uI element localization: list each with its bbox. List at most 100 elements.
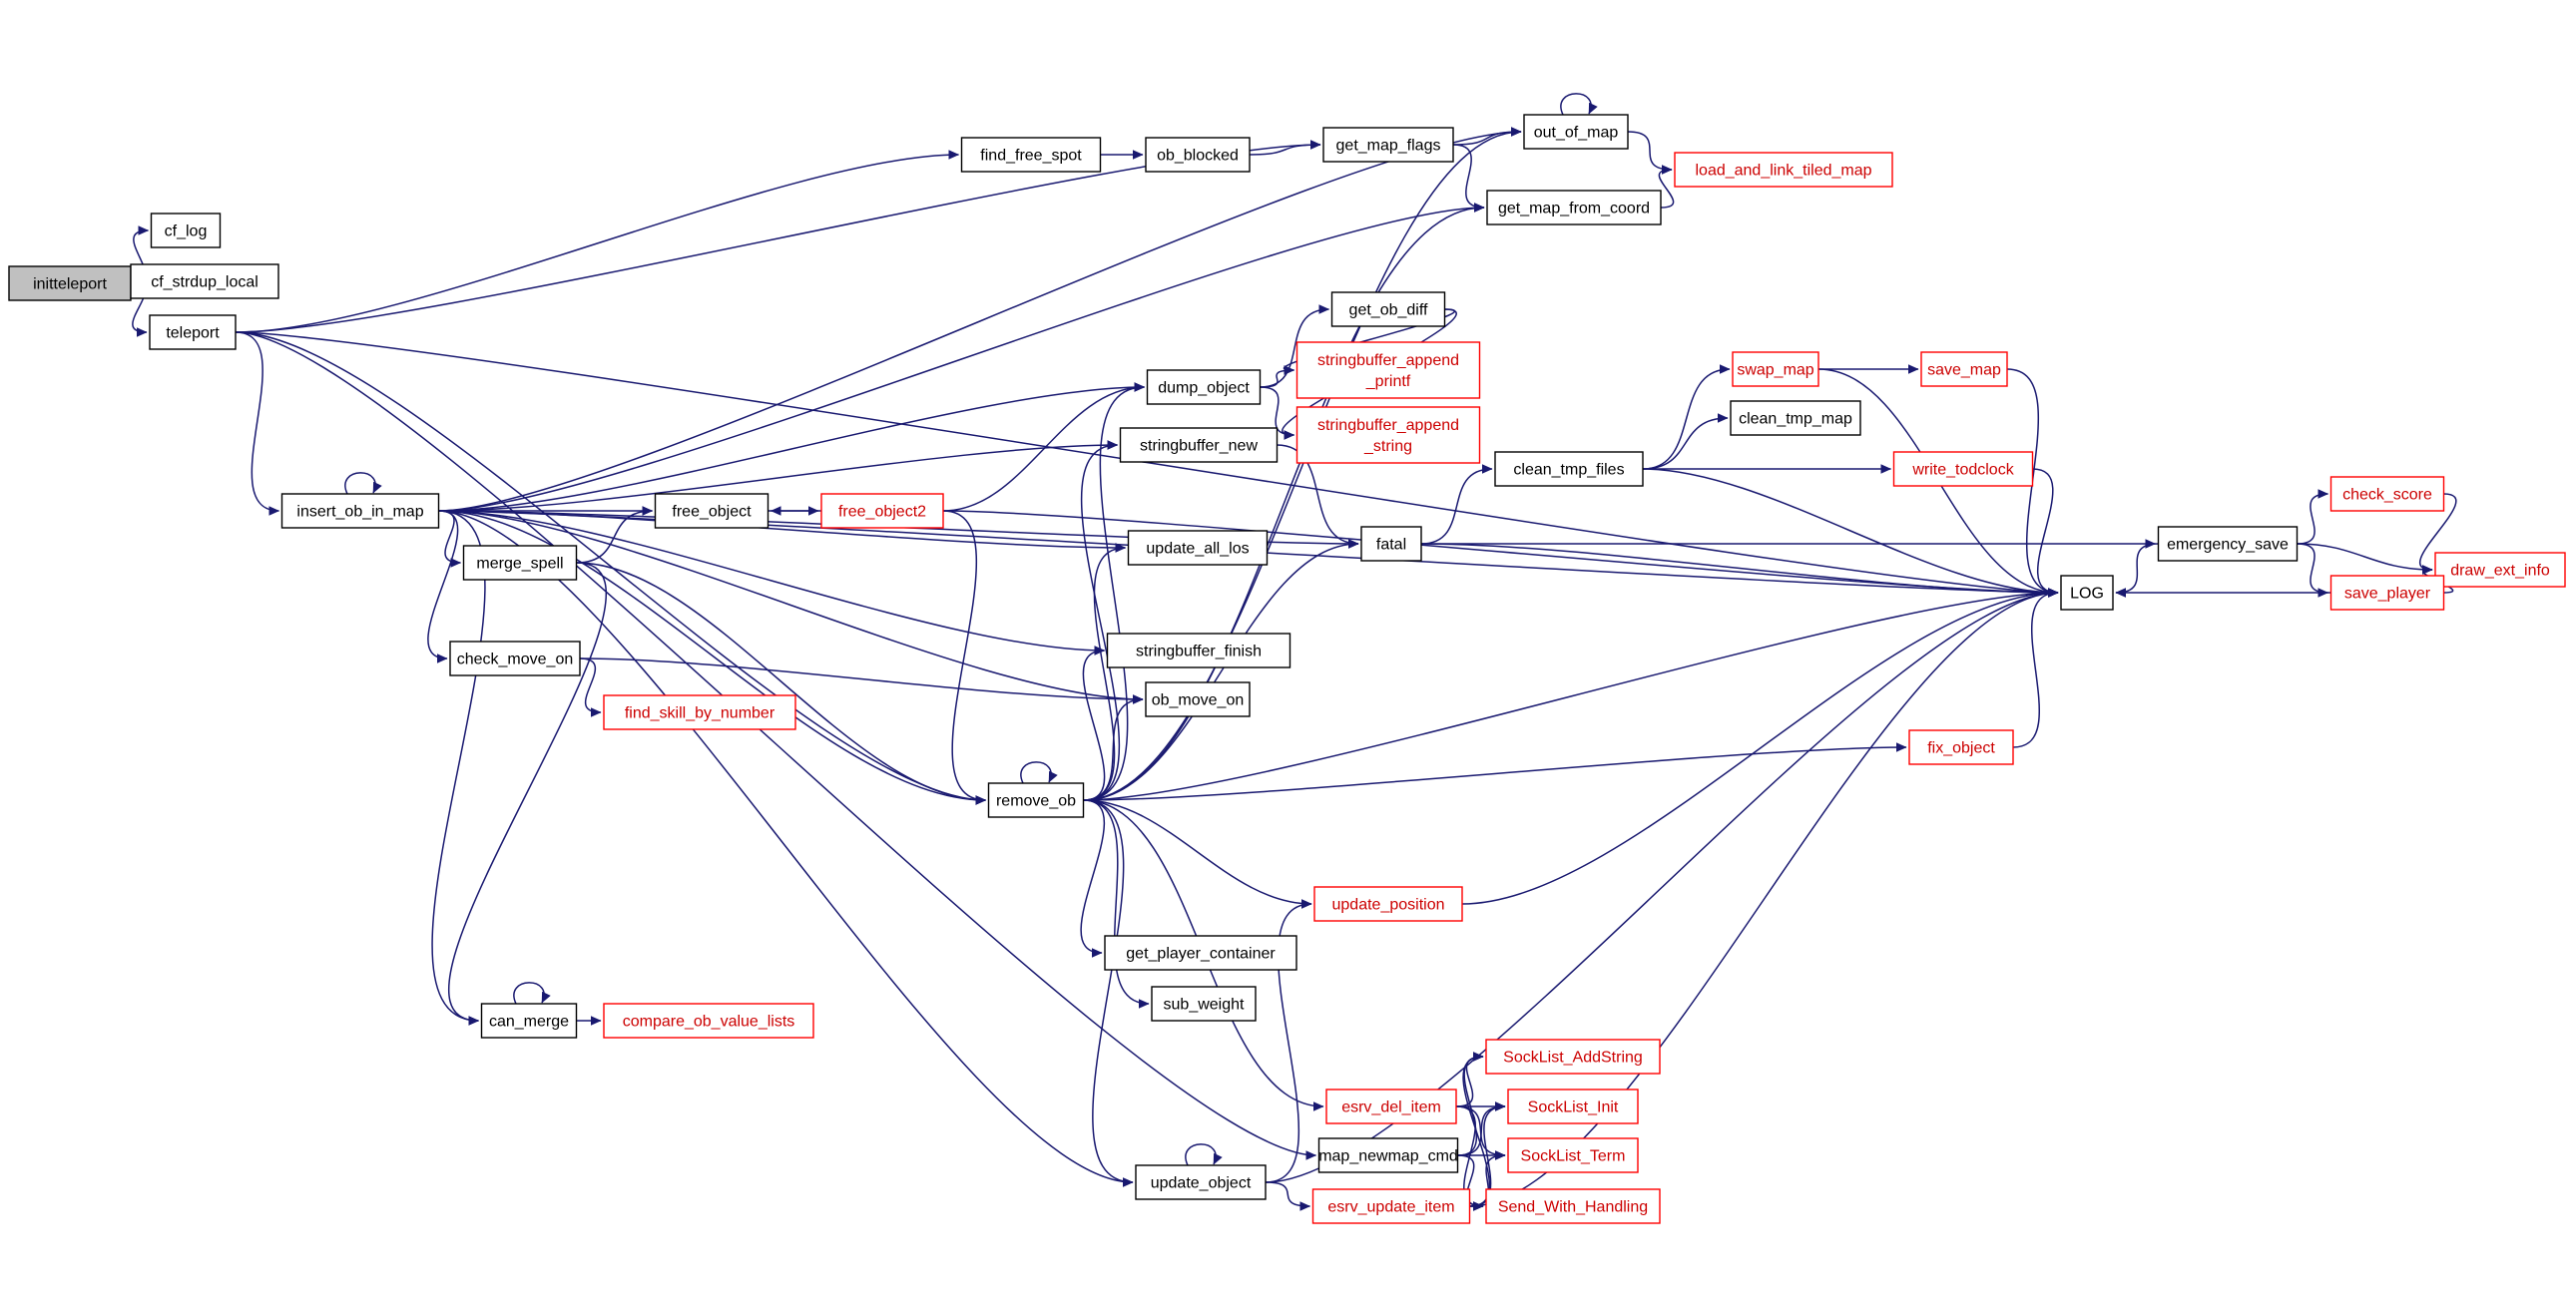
node-sub_weight[interactable]: sub_weight bbox=[1151, 986, 1257, 1022]
node-box bbox=[1317, 1137, 1459, 1173]
edge-insert_ob_in_map-to-update_all_los bbox=[438, 510, 1127, 553]
node-Send_With_Handling[interactable]: Send_With_Handling bbox=[1485, 1188, 1661, 1224]
node-box bbox=[1322, 127, 1454, 163]
node-insert_ob_in_map[interactable]: insert_ob_in_map bbox=[280, 493, 440, 529]
node-update_all_los[interactable]: update_all_los bbox=[1127, 530, 1269, 566]
node-SockList_Term[interactable]: SockList_Term bbox=[1507, 1137, 1639, 1173]
node-draw_ext_info[interactable]: draw_ext_info bbox=[2434, 552, 2566, 588]
node-box bbox=[462, 545, 578, 581]
node-free_object[interactable]: free_object bbox=[654, 493, 770, 529]
node-fatal[interactable]: fatal bbox=[1360, 526, 1422, 562]
node-clean_tmp_files[interactable]: clean_tmp_files bbox=[1494, 451, 1644, 487]
node-initteleport[interactable]: initteleport bbox=[8, 265, 132, 301]
node-box bbox=[1485, 1039, 1661, 1075]
node-box bbox=[1494, 451, 1644, 487]
node-box bbox=[1674, 152, 1893, 188]
node-find_skill_by_number[interactable]: find_skill_by_number bbox=[603, 694, 796, 730]
edge-teleport-to-find_free_spot bbox=[235, 150, 960, 333]
node-save_player[interactable]: save_player bbox=[2329, 575, 2445, 611]
node-esrv_update_item[interactable]: esrv_update_item bbox=[1311, 1188, 1471, 1224]
node-stringbuffer_append_printf[interactable]: stringbuffer_append_printf bbox=[1295, 341, 1481, 399]
edge-remove_ob-to-fix_object bbox=[1083, 742, 1907, 801]
node-merge_spell[interactable]: merge_spell bbox=[462, 545, 578, 581]
node-box bbox=[1507, 1089, 1639, 1124]
edge-free_object2-to-dump_object bbox=[942, 382, 1146, 512]
node-map_newmap_cmd[interactable]: map_newmap_cmd bbox=[1317, 1137, 1459, 1173]
node-fix_object[interactable]: fix_object bbox=[1908, 729, 2014, 765]
node-update_position[interactable]: update_position bbox=[1313, 886, 1463, 922]
node-esrv_del_item[interactable]: esrv_del_item bbox=[1325, 1089, 1457, 1124]
edge-remove_ob-to-stringbuffer_new bbox=[1080, 440, 1121, 801]
edge-update_object-to-update_position bbox=[1265, 899, 1312, 1183]
edge-check_score-to-draw_ext_info bbox=[2418, 493, 2457, 575]
edge-insert_ob_in_map-to-insert_ob_in_map bbox=[344, 472, 382, 495]
node-out_of_map[interactable]: out_of_map bbox=[1523, 114, 1629, 150]
node-ob_move_on[interactable]: ob_move_on bbox=[1145, 681, 1251, 717]
edge-merge_spell-to-can_merge bbox=[447, 562, 608, 1026]
node-free_object2[interactable]: free_object2 bbox=[820, 493, 944, 529]
node-load_and_link_tiled_map[interactable]: load_and_link_tiled_map bbox=[1674, 152, 1893, 188]
node-SockList_Init[interactable]: SockList_Init bbox=[1507, 1089, 1639, 1124]
node-get_ob_diff[interactable]: get_ob_diff bbox=[1330, 291, 1446, 327]
node-box bbox=[1119, 427, 1279, 463]
edge-teleport-to-map_newmap_cmd bbox=[235, 331, 1317, 1160]
node-write_todclock[interactable]: write_todclock bbox=[1892, 451, 2034, 487]
edge-update_object-to-update_object bbox=[1185, 1143, 1223, 1166]
node-box bbox=[1330, 291, 1446, 327]
node-swap_map[interactable]: swap_map bbox=[1732, 351, 1819, 387]
node-label: insert_ob_in_map bbox=[296, 504, 423, 521]
edge-fatal-to-LOG bbox=[1420, 543, 2059, 598]
node-stringbuffer_new[interactable]: stringbuffer_new bbox=[1119, 427, 1279, 463]
node-cf_log[interactable]: cf_log bbox=[150, 213, 222, 248]
node-get_map_flags[interactable]: get_map_flags bbox=[1322, 127, 1454, 163]
node-box bbox=[1920, 351, 2008, 387]
node-box bbox=[1313, 886, 1463, 922]
edge-insert_ob_in_map-to-dump_object bbox=[438, 382, 1146, 512]
edge-update_position-to-LOG bbox=[1461, 588, 2059, 905]
node-check_score[interactable]: check_score bbox=[2329, 476, 2445, 512]
node-label: save_map bbox=[1927, 362, 2001, 379]
node-label: compare_ob_value_lists bbox=[623, 1014, 795, 1031]
node-save_map[interactable]: save_map bbox=[1920, 351, 2008, 387]
node-box bbox=[1730, 400, 1861, 436]
edge-teleport-to-remove_ob bbox=[235, 331, 987, 805]
node-clean_tmp_map[interactable]: clean_tmp_map bbox=[1730, 400, 1861, 436]
node-cf_strdup_local[interactable]: cf_strdup_local bbox=[130, 263, 279, 299]
node-can_merge[interactable]: can_merge bbox=[480, 1003, 578, 1039]
edge-dump_object-to-stringbuffer_append_printf bbox=[1260, 365, 1295, 388]
node-box bbox=[1486, 190, 1662, 225]
edge-esrv_del_item-to-SockList_Term bbox=[1455, 1105, 1506, 1160]
node-check_move_on[interactable]: check_move_on bbox=[449, 641, 581, 676]
node-box bbox=[2329, 476, 2445, 512]
edge-emergency_save-to-save_player bbox=[2297, 543, 2329, 598]
node-compare_ob_value_lists[interactable]: compare_ob_value_lists bbox=[603, 1003, 814, 1039]
node-LOG[interactable]: LOG bbox=[2060, 575, 2114, 611]
node-box bbox=[8, 265, 132, 301]
edge-insert_ob_in_map-to-can_merge bbox=[431, 510, 486, 1026]
node-SockList_AddString[interactable]: SockList_AddString bbox=[1485, 1039, 1661, 1075]
node-label: check_move_on bbox=[457, 652, 574, 668]
node-get_player_container[interactable]: get_player_container bbox=[1104, 935, 1297, 971]
edge-remove_ob-to-stringbuffer_finish bbox=[1082, 646, 1106, 801]
node-get_map_from_coord[interactable]: get_map_from_coord bbox=[1486, 190, 1662, 225]
node-box bbox=[1146, 369, 1262, 405]
node-stringbuffer_finish[interactable]: stringbuffer_finish bbox=[1106, 633, 1291, 668]
node-teleport[interactable]: teleport bbox=[149, 314, 237, 350]
node-dump_object[interactable]: dump_object bbox=[1146, 369, 1262, 405]
node-stringbuffer_append_string[interactable]: stringbuffer_append_string bbox=[1295, 406, 1481, 464]
node-emergency_save[interactable]: emergency_save bbox=[2157, 526, 2299, 562]
edge-merge_spell-to-free_object bbox=[576, 506, 654, 564]
node-label: fatal bbox=[1376, 537, 1406, 554]
node-label: free_object bbox=[672, 504, 752, 521]
node-remove_ob[interactable]: remove_ob bbox=[987, 782, 1085, 818]
edge-emergency_save-to-LOG bbox=[2115, 543, 2159, 598]
node-label: update_position bbox=[1332, 897, 1445, 914]
node-ob_blocked[interactable]: ob_blocked bbox=[1145, 137, 1251, 173]
edge-free_object2-to-remove_ob bbox=[942, 510, 987, 805]
node-find_free_spot[interactable]: find_free_spot bbox=[960, 137, 1102, 173]
node-label: find_skill_by_number bbox=[625, 705, 775, 722]
node-update_object[interactable]: update_object bbox=[1135, 1164, 1267, 1200]
node-label: dump_object bbox=[1158, 380, 1250, 397]
